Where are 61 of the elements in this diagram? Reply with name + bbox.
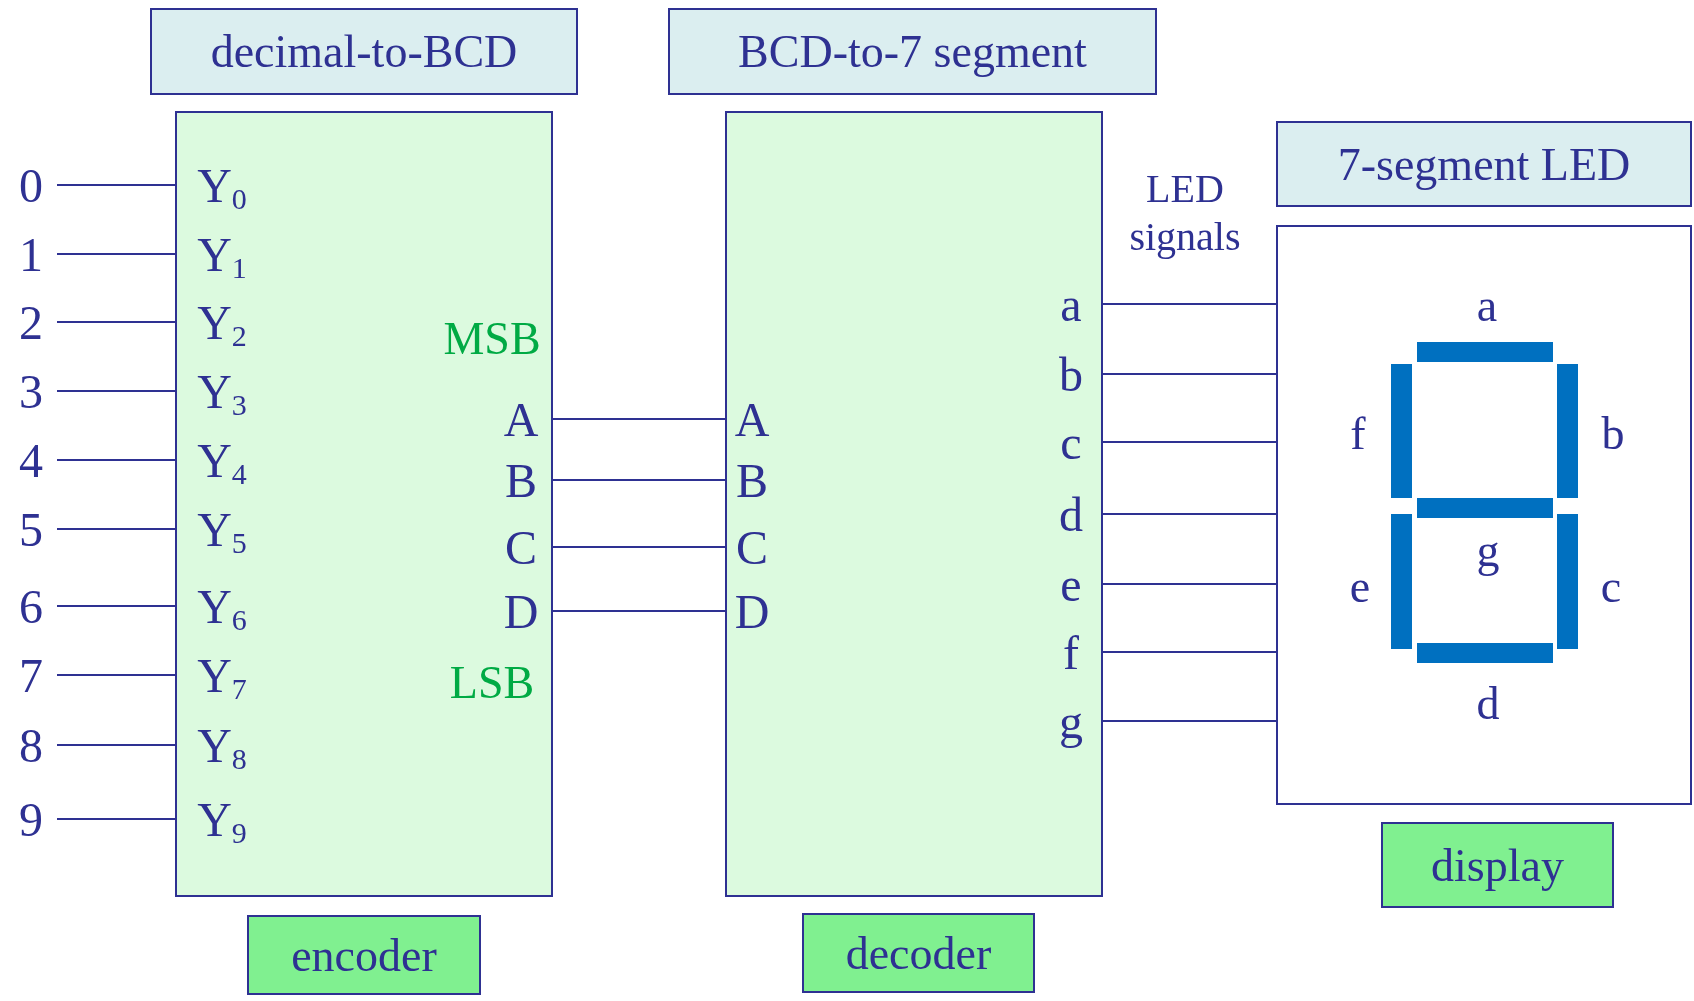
- pin-label: B: [491, 450, 551, 510]
- block-title-box: 7-segment LED: [1276, 121, 1692, 207]
- led-segment: [1417, 342, 1553, 362]
- pin-label: f: [1041, 622, 1101, 682]
- pin-label: Y$_{7}$: [177, 643, 267, 707]
- input-number: 3: [5, 359, 57, 423]
- decoder-block: [725, 111, 1103, 897]
- led-segment: [1417, 498, 1553, 518]
- segment-letter: e: [1349, 560, 1371, 615]
- pin-label: C: [491, 517, 551, 577]
- pin-label: c: [1041, 412, 1101, 472]
- pin-label: Y$_{0}$: [177, 153, 267, 217]
- pin-label: D: [491, 581, 551, 641]
- pin-label: Y$_{5}$: [177, 497, 267, 561]
- signal-label: LED signals: [1128, 165, 1242, 261]
- bit-label: LSB: [449, 656, 535, 711]
- block-title-box: decimal-to-BCD: [150, 8, 578, 95]
- encoder-block: [175, 111, 553, 897]
- led-segment: [1391, 514, 1412, 649]
- input-number: 2: [5, 290, 57, 354]
- led-segment: [1417, 643, 1553, 663]
- segment-letter: d: [1476, 677, 1500, 732]
- segment-letter: g: [1476, 524, 1500, 579]
- input-number: 9: [5, 787, 57, 851]
- pin-label: Y$_{8}$: [177, 713, 267, 777]
- pin-label: Y$_{9}$: [177, 787, 267, 851]
- pin-label: e: [1041, 554, 1101, 614]
- segment-letter: f: [1350, 407, 1366, 462]
- pin-label: C: [727, 517, 777, 577]
- led-segment: [1557, 514, 1578, 649]
- block-label-box: decoder: [802, 913, 1035, 993]
- pin-label: Y$_{1}$: [177, 222, 267, 286]
- block-label-box: display: [1381, 822, 1614, 908]
- input-number: 8: [5, 713, 57, 777]
- pin-label: A: [727, 389, 777, 449]
- input-number: 4: [5, 428, 57, 492]
- pin-label: Y$_{6}$: [177, 574, 267, 638]
- segment-letter: c: [1600, 560, 1622, 615]
- segment-letter: b: [1601, 407, 1625, 462]
- input-number: 1: [5, 222, 57, 286]
- block-title-box: BCD-to-7 segment: [668, 8, 1157, 95]
- pin-label: B: [727, 450, 777, 510]
- bit-label: MSB: [443, 312, 541, 367]
- pin-label: d: [1041, 484, 1101, 544]
- segment-letter: a: [1476, 279, 1498, 334]
- display-panel: [1276, 225, 1692, 805]
- pin-label: b: [1041, 344, 1101, 404]
- pin-label: g: [1041, 691, 1101, 751]
- pin-label: Y$_{4}$: [177, 428, 267, 492]
- pin-label: Y$_{3}$: [177, 359, 267, 423]
- pin-label: A: [491, 389, 551, 449]
- input-number: 6: [5, 574, 57, 638]
- input-number: 5: [5, 497, 57, 561]
- input-number: 0: [5, 153, 57, 217]
- input-number: 7: [5, 643, 57, 707]
- pin-label: a: [1041, 274, 1101, 334]
- pin-label: D: [727, 581, 777, 641]
- led-segment: [1557, 364, 1578, 498]
- pin-label: Y$_{2}$: [177, 290, 267, 354]
- led-segment: [1391, 364, 1412, 498]
- block-label-box: encoder: [247, 915, 481, 995]
